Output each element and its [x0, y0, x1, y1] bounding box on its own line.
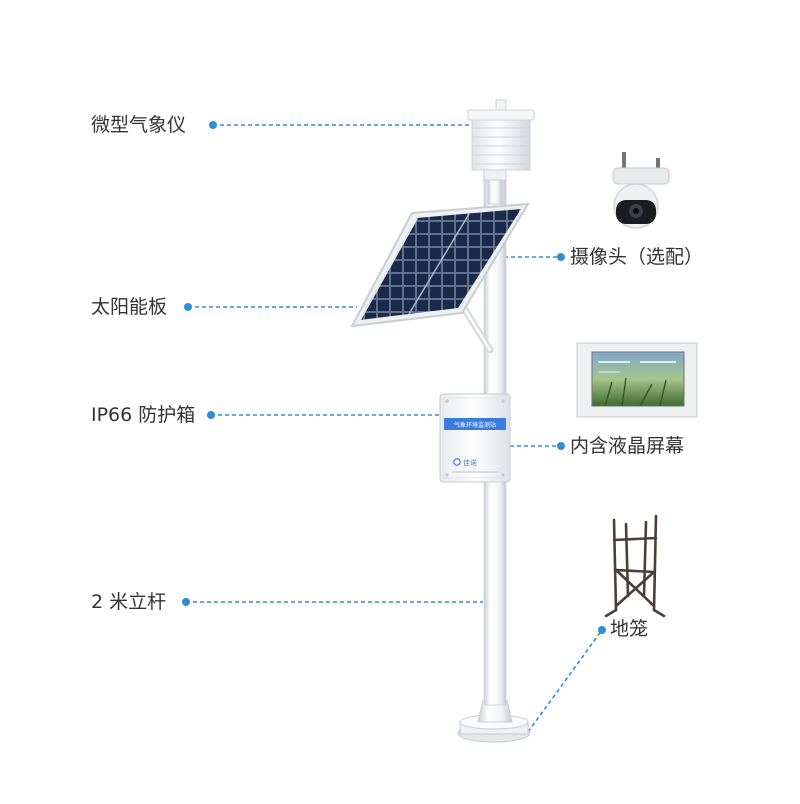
- ground-cage-icon: [604, 514, 666, 618]
- label-lcd: 内含液晶屏幕: [570, 435, 685, 457]
- label-pole: 2 米立杆: [91, 591, 167, 613]
- label-enclosure: IP66 防护箱: [91, 404, 196, 426]
- lcd-screen-icon: [576, 342, 698, 418]
- leader-dot-weather-sensor: [209, 121, 217, 129]
- ip66-enclosure: 气象环境监测站 佳诺: [439, 393, 511, 483]
- leader-line-ground-cage: [527, 629, 603, 733]
- label-weather-sensor: 微型气象仪: [91, 114, 187, 136]
- leader-dot-lcd: [557, 442, 565, 450]
- weather-sensor: [467, 99, 535, 205]
- leader-dot-pole: [182, 598, 190, 606]
- enclosure-brand: 佳诺: [463, 458, 477, 467]
- label-solar-panel: 太阳能板: [91, 296, 168, 318]
- solar-panel: [350, 202, 530, 328]
- leader-lines: [186, 124, 603, 733]
- leader-dots: [182, 121, 606, 634]
- leader-dot-camera: [557, 253, 565, 261]
- leader-dot-ground-cage: [598, 626, 606, 634]
- leader-dot-enclosure: [207, 411, 215, 419]
- label-camera: 摄像头（选配）: [570, 246, 704, 268]
- pole-base: [457, 699, 531, 743]
- label-ground-cage: 地笼: [610, 618, 649, 640]
- leader-dot-solar-panel: [184, 303, 192, 311]
- ptz-camera-icon: [612, 152, 670, 229]
- enclosure-title: 气象环境监测站: [454, 421, 496, 429]
